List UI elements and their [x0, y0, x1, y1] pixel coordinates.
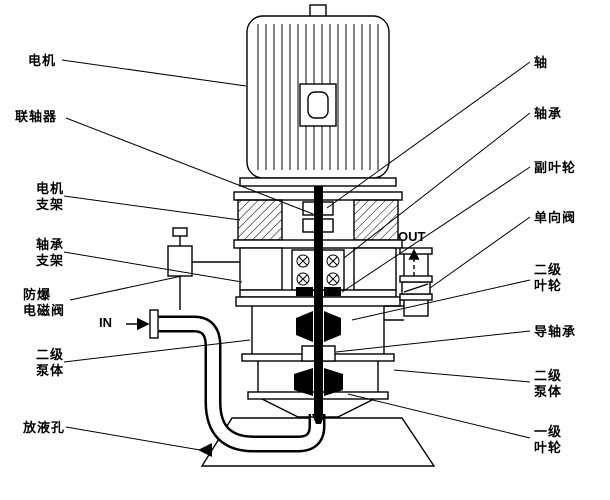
inlet-pipe — [149, 309, 326, 457]
label-outlet-flow: OUT — [398, 229, 426, 244]
label-coupling: 联轴器 — [15, 109, 58, 124]
shaft-drawing — [294, 186, 343, 424]
stage1-impeller-drawing — [294, 368, 313, 396]
label-stage2-pump-body-left: 二级 泵体 — [36, 347, 65, 378]
label-explosionproof-solenoid-valve: 防爆 电磁阀 — [23, 287, 66, 318]
label-stage2-impeller: 二级 叶轮 — [534, 262, 563, 293]
label-check-valve: 单向阀 — [534, 210, 577, 225]
leader-lines — [61, 59, 531, 451]
label-auxiliary-impeller: 副叶轮 — [534, 160, 577, 175]
drain-hole-plug — [198, 443, 212, 457]
label-guide-bearing: 导轴承 — [534, 324, 577, 339]
label-stage2-pump-body-right: 二级 泵体 — [534, 368, 563, 399]
label-drain-hole: 放液孔 — [23, 420, 66, 435]
outlet-pipe-drawing — [384, 247, 433, 321]
label-inlet-flow: IN — [99, 315, 112, 330]
label-bearing-bracket: 轴承 支架 — [36, 237, 65, 268]
label-motor-bracket: 电机 支架 — [36, 181, 65, 212]
auxiliary-impeller-drawing — [296, 287, 313, 296]
bearing-bracket-drawing — [239, 247, 397, 298]
motor-drawing — [239, 4, 397, 187]
label-stage1-impeller: 一级 叶轮 — [534, 424, 563, 455]
bearing-balls — [296, 254, 340, 286]
solenoid-valve-drawing — [167, 227, 240, 310]
label-shaft: 轴 — [534, 55, 549, 70]
stage2-impeller-drawing — [296, 311, 313, 342]
label-bearing: 轴承 — [534, 106, 563, 121]
label-motor: 电机 — [28, 53, 57, 68]
